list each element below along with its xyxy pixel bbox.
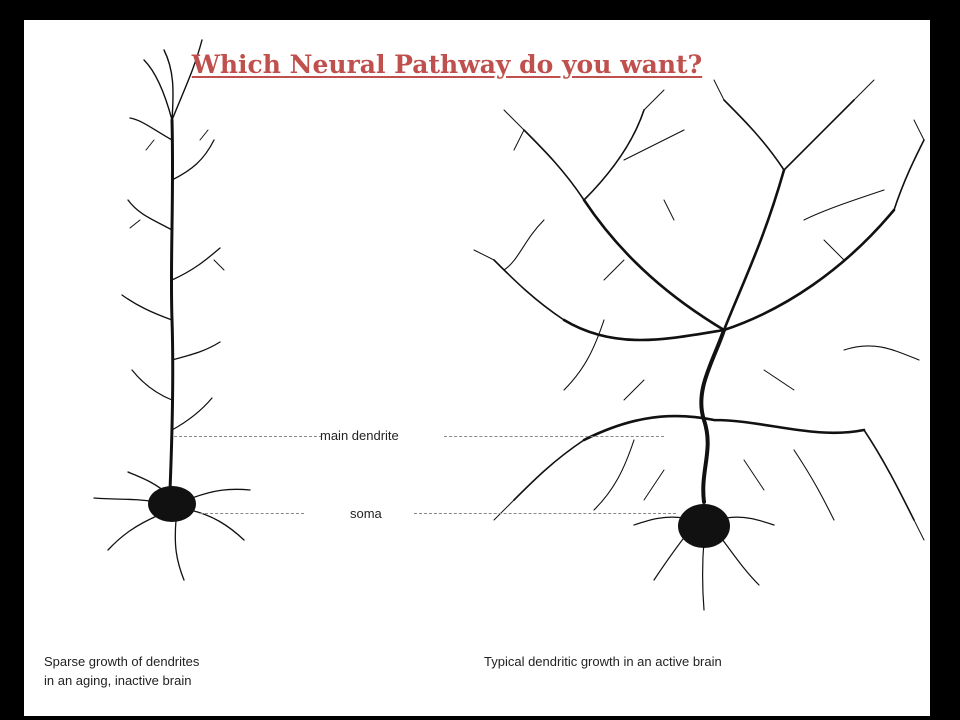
left-caption: Sparse growth of dendrites in an aging, … bbox=[44, 652, 199, 690]
dense-neuron bbox=[473, 79, 925, 611]
sparse-neuron-soma bbox=[148, 486, 196, 522]
soma-label: soma bbox=[350, 506, 382, 521]
slide-title: Which Neural Pathway do you want? bbox=[191, 50, 703, 79]
main-dendrite-guide-right bbox=[444, 436, 664, 437]
left-caption-line-1: Sparse growth of dendrites bbox=[44, 654, 200, 669]
dense-neuron-soma bbox=[678, 504, 730, 548]
soma-guide-right bbox=[414, 513, 676, 514]
left-caption-line-2: in an aging, inactive brain bbox=[44, 673, 192, 688]
main-dendrite-guide-left bbox=[174, 436, 322, 437]
right-caption: Typical dendritic growth in an active br… bbox=[484, 654, 722, 669]
sparse-neuron bbox=[93, 39, 251, 581]
soma-guide-left bbox=[200, 513, 304, 514]
slide: Which Neural Pathway do you want? main d… bbox=[24, 20, 930, 716]
main-dendrite-label: main dendrite bbox=[320, 428, 399, 443]
neuron-illustration bbox=[93, 39, 925, 611]
